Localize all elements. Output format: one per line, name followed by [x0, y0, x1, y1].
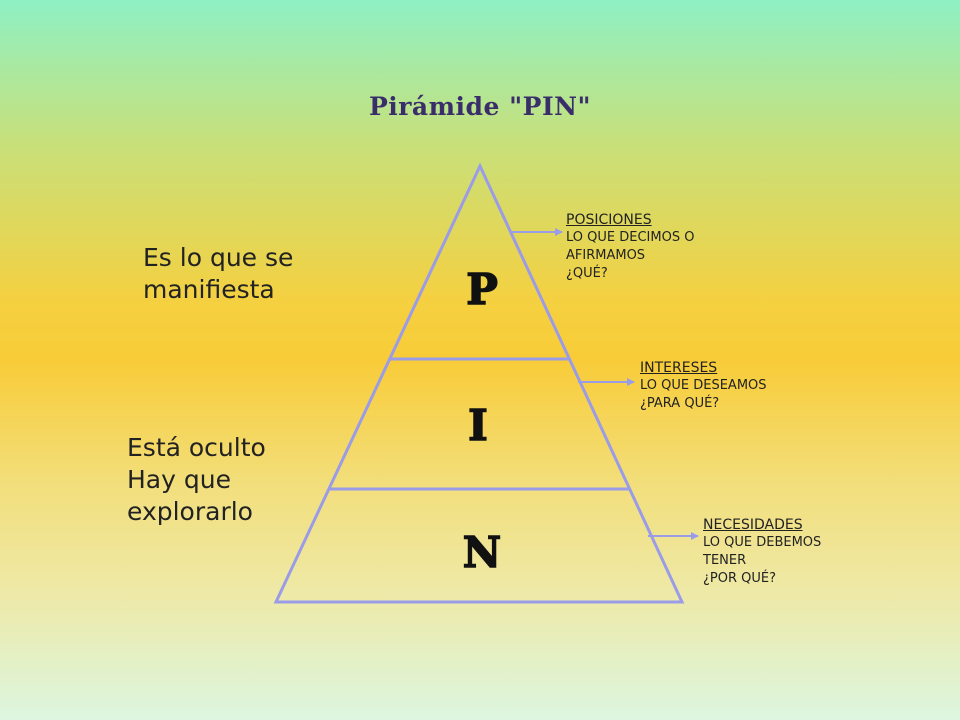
callout-posiciones-line-3: ¿QUÉ? [566, 266, 608, 281]
note-hidden: Está oculto Hay que explorarlo [127, 432, 266, 528]
note-hidden-line-3: explorarlo [127, 497, 253, 526]
callout-posiciones-line-2: AFIRMAMOS [566, 248, 646, 263]
callout-posiciones: POSICIONES LO QUE DECIMOS O AFIRMAMOS ¿Q… [566, 211, 694, 283]
tier-letter-p: P [466, 265, 498, 314]
tier-letter-i: I [468, 401, 488, 450]
callout-necesidades-line-2: TENER [703, 553, 747, 568]
callout-necesidades: NECESIDADES LO QUE DEBEMOS TENER ¿POR QU… [703, 516, 821, 588]
callout-posiciones-line-1: LO QUE DECIMOS O [566, 230, 695, 245]
page-title: Pirámide "PIN" [368, 92, 592, 121]
tier-letter-n: N [463, 528, 501, 577]
callout-intereses-line-1: LO QUE DESEAMOS [640, 378, 767, 393]
pyramid-outline [273, 162, 685, 604]
note-hidden-line-2: Hay que [127, 465, 231, 494]
note-manifest-line-1: Es lo que se [143, 243, 294, 272]
note-manifest: Es lo que se manifiesta [143, 242, 293, 306]
note-hidden-line-1: Está oculto [127, 433, 266, 462]
callout-necesidades-line-3: ¿POR QUÉ? [703, 571, 776, 586]
callout-posiciones-heading: POSICIONES [566, 212, 652, 228]
callout-necesidades-line-1: LO QUE DEBEMOS [703, 535, 822, 550]
callout-necesidades-heading: NECESIDADES [703, 517, 803, 533]
callout-intereses: INTERESES LO QUE DESEAMOS ¿PARA QUÉ? [640, 359, 767, 413]
note-manifest-line-2: manifiesta [143, 275, 275, 304]
callout-intereses-line-2: ¿PARA QUÉ? [640, 396, 720, 411]
callout-intereses-heading: INTERESES [640, 360, 718, 376]
